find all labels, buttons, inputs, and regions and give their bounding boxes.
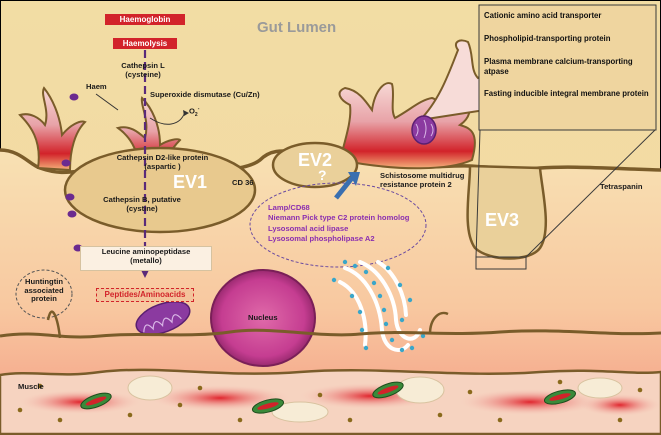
ev3-protein-3: Plasma membrane calcium-transporting atp… (484, 57, 633, 77)
haem-connector (95, 93, 119, 111)
ev1-label: EV1 (173, 172, 208, 192)
ev3-protein-4: Fasting inducible integral membrane prot… (484, 89, 649, 98)
nucleus-shape (210, 269, 316, 367)
huntingtin-outline (15, 269, 73, 319)
cd36-label: CD 36 (232, 178, 254, 187)
huntingtin-label: Huntingtin associated protein (24, 277, 64, 304)
lysosomal-protein-list: Lamp/CD68 Niemann Pick type C2 protein h… (268, 203, 409, 244)
muscle-granules (17, 379, 643, 423)
ev3-label: EV3 (485, 210, 520, 230)
microvillus-1 (18, 86, 87, 172)
ev3-protein-panel (478, 4, 657, 131)
microvillus-3 (338, 82, 476, 170)
leucine-aminopeptidase-label: Leucine aminopeptidase (metallo) (80, 246, 212, 271)
lysosomal-protein-3: Lysosomal acid lipase (268, 223, 349, 233)
ev1-vesicle (63, 146, 257, 234)
callout-line-right (525, 129, 656, 258)
mitochondrion-2 (411, 115, 437, 145)
muscle-cells (127, 375, 623, 423)
lysosomal-protein-1: Lamp/CD68 (268, 203, 310, 212)
superoxide-dismutase-label: Superoxide dismutase (Cu/Zn) (150, 90, 260, 99)
ev3-vesicle (466, 164, 548, 260)
ev3-selection-box (475, 256, 527, 270)
nucleus-label: Nucleus (248, 313, 278, 322)
ev2-arrow (334, 172, 360, 200)
lysosomal-protein-2: Niemann Pick type C2 protein homolog (268, 213, 410, 223)
cathepsin-b-label: Cathepsin B, putative (cystine) (103, 195, 181, 213)
mitochondrion-1 (135, 300, 191, 336)
haemoglobin-box: Haemoglobin (105, 14, 185, 25)
ev3-protein-2: Phospholipid-transporting protein (484, 34, 611, 43)
superoxide-label: O2- (189, 106, 200, 119)
ev2-question-mark: ? (318, 167, 327, 183)
lysosomal-protein-4: Lysosomal phospholipase A2 (268, 233, 375, 243)
ev3-protein-list: Cationic amino acid transporter Phosphol… (479, 5, 656, 130)
haem-label: Haem (86, 82, 107, 91)
basal-membrane (0, 328, 661, 339)
cathepsin-l-label: Cathepsin L (cysteine) (121, 61, 165, 79)
superoxide-arc (149, 111, 186, 125)
lysosome-outline (249, 182, 427, 268)
callout-line-left (475, 129, 481, 258)
ev2-vesicle (271, 141, 359, 189)
pathway-arrow (141, 270, 149, 278)
muscle-mitochondria (80, 381, 577, 414)
cathepsin-d2-label: Cathepsin D2-like protein (aspartic ) (116, 153, 209, 171)
ribosome-dots (331, 259, 426, 353)
ev2-label: EV2 (298, 150, 333, 170)
muscle-label: Muscle (18, 382, 44, 391)
tetraspanin-label: Tetraspanin (600, 182, 643, 191)
gut-lumen-title: Gut Lumen (257, 19, 337, 36)
haemolysis-box: Haemolysis (113, 38, 177, 49)
schistosome-mdr-label: Schistosome multidrug resistance protein… (380, 171, 465, 189)
peptides-aminoacids-box: Peptides/Aminoacids (96, 288, 194, 302)
ev3-protein-1: Cationic amino acid transporter (484, 11, 602, 20)
